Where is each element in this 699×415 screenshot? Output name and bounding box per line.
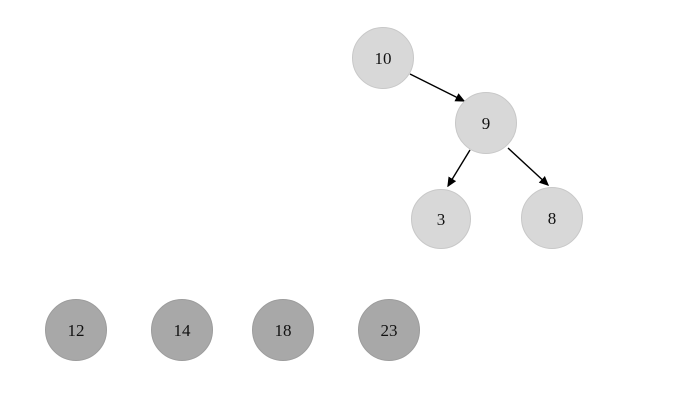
tree-node-10[interactable]: 10 (352, 27, 414, 89)
node-label: 8 (547, 208, 557, 228)
tree-edge-n9-to-n3 (447, 149, 471, 188)
node-label: 3 (436, 209, 446, 229)
pool-node-23[interactable]: 23 (358, 299, 420, 361)
node-label: 18 (274, 320, 292, 340)
node-label: 14 (173, 320, 191, 340)
tree-node-3[interactable]: 3 (411, 189, 471, 249)
tree-edge-n9-to-n8 (507, 147, 550, 186)
tree-node-9[interactable]: 9 (455, 92, 517, 154)
node-label: 9 (481, 113, 491, 133)
node-label: 10 (374, 48, 392, 68)
tree-node-8[interactable]: 8 (521, 187, 583, 249)
pool-node-14[interactable]: 14 (151, 299, 213, 361)
node-label: 23 (380, 320, 398, 340)
tree-edge-n10-to-n9 (409, 73, 466, 102)
pool-node-12[interactable]: 12 (45, 299, 107, 361)
node-label: 12 (67, 320, 85, 340)
pool-node-18[interactable]: 18 (252, 299, 314, 361)
